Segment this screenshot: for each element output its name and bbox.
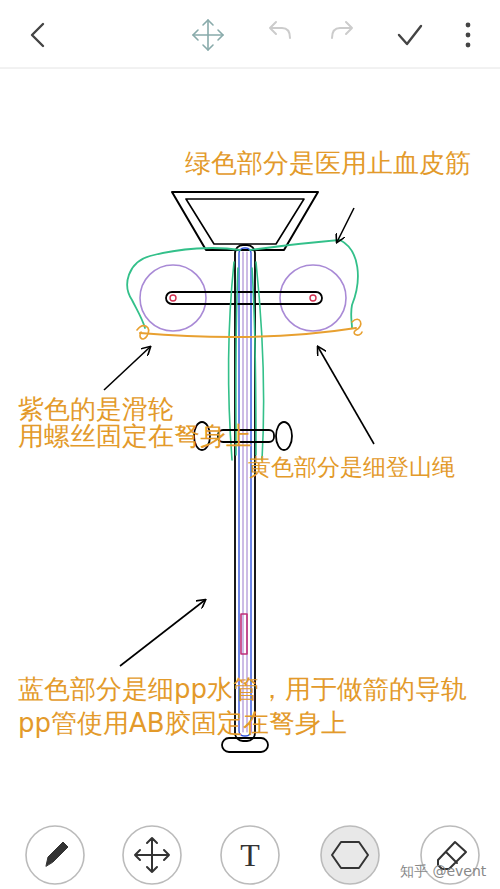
annotation: 紫色的是滑轮 用螺丝固定在弩身上 (18, 396, 268, 450)
annotation: 绿色部分是医用止血皮筋 (185, 148, 485, 178)
tool-icon-letter: T (230, 836, 270, 874)
annotation: 蓝色部分是细pp水管，用于做箭的导轨 pp管使用AB胶固定在弩身上 (18, 672, 492, 740)
annotation: 黄色部分是细登山绳 (248, 452, 496, 482)
watermark: 知乎 @event (400, 862, 496, 880)
top-toolbar (0, 20, 500, 68)
